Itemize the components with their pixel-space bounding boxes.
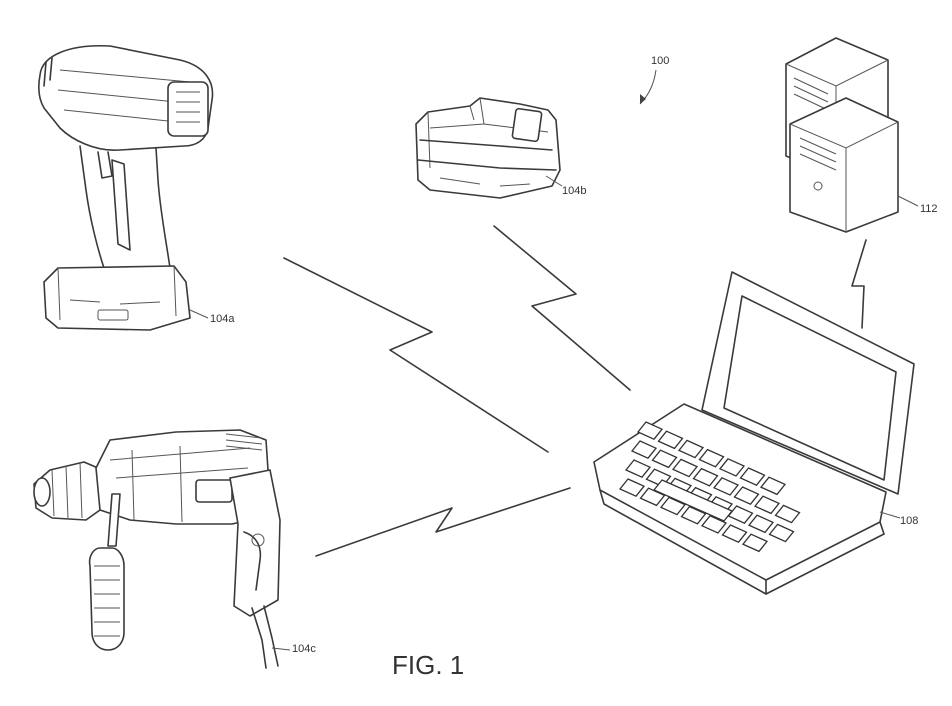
wireless-link-112-108 (852, 240, 866, 328)
ref-104a: 104a (210, 313, 235, 325)
server-tower-icon (786, 38, 918, 232)
hammer-drill-icon (34, 430, 290, 668)
battery-pack-icon (416, 98, 562, 198)
ref-108: 108 (900, 515, 918, 527)
ref-100: 100 (651, 55, 669, 67)
wireless-link-104c-108 (316, 488, 570, 556)
impact-driver-icon (39, 46, 213, 330)
ref-104b: 104b (562, 185, 586, 197)
wireless-link-104b-108 (494, 226, 630, 390)
ref-112: 112 (920, 203, 938, 215)
wireless-link-104a-108 (284, 258, 548, 452)
ref-100-arrowhead (640, 94, 646, 104)
ref-104c: 104c (292, 643, 316, 655)
figure-caption: FIG. 1 (392, 650, 464, 680)
